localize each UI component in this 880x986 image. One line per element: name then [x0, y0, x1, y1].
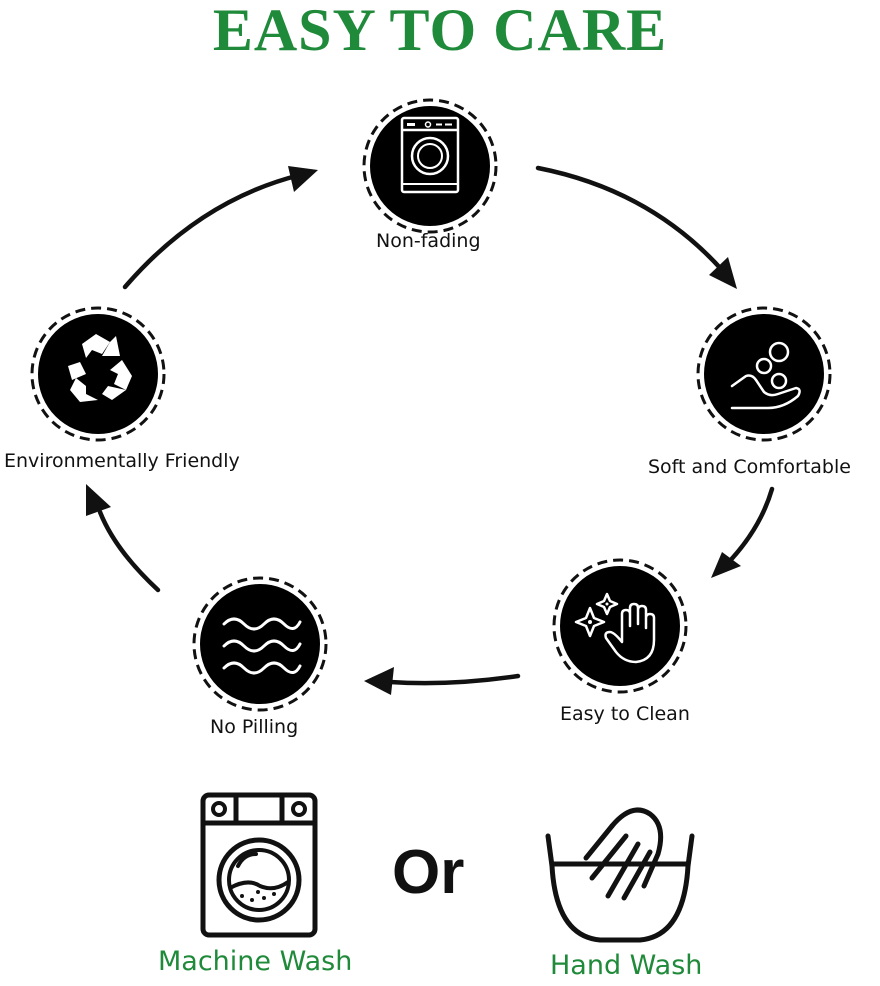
label-environmentally-friendly: Environmentally Friendly: [4, 450, 240, 472]
waves-icon: [192, 576, 328, 712]
label-soft-comfortable: Soft and Comfortable: [648, 456, 851, 478]
machine-wash-icon: [198, 790, 320, 944]
badge-no-pilling: [190, 574, 330, 714]
arrow-easyclean-to-nopilling: [364, 667, 521, 695]
badge-soft-comfortable: [694, 304, 834, 444]
hand-bubbles-icon: [696, 306, 832, 442]
clean-hand-sparkle-icon: [552, 558, 688, 694]
label-easy-to-clean: Easy to Clean: [560, 703, 690, 725]
label-non-fading: Non-fading: [376, 230, 481, 252]
hand-wash-icon: [540, 796, 700, 950]
page-title: EASY TO CARE: [212, 0, 668, 63]
label-no-pilling: No Pilling: [210, 716, 299, 738]
arrow-nonfading-to-soft: [535, 165, 737, 289]
arrow-eco-to-nonfading: [122, 166, 318, 290]
recycle-icon: [30, 306, 166, 442]
hand-wash-label: Hand Wash: [550, 950, 703, 981]
or-separator: Or: [392, 838, 465, 907]
badge-easy-to-clean: [550, 556, 690, 696]
machine-wash-label: Machine Wash: [158, 946, 353, 977]
arrow-nopilling-to-eco: [86, 484, 161, 593]
badge-non-fading: [360, 96, 500, 236]
washing-machine-icon: [362, 98, 498, 234]
arrow-soft-to-easyclean: [711, 486, 775, 578]
badge-environmentally-friendly: [28, 304, 168, 444]
